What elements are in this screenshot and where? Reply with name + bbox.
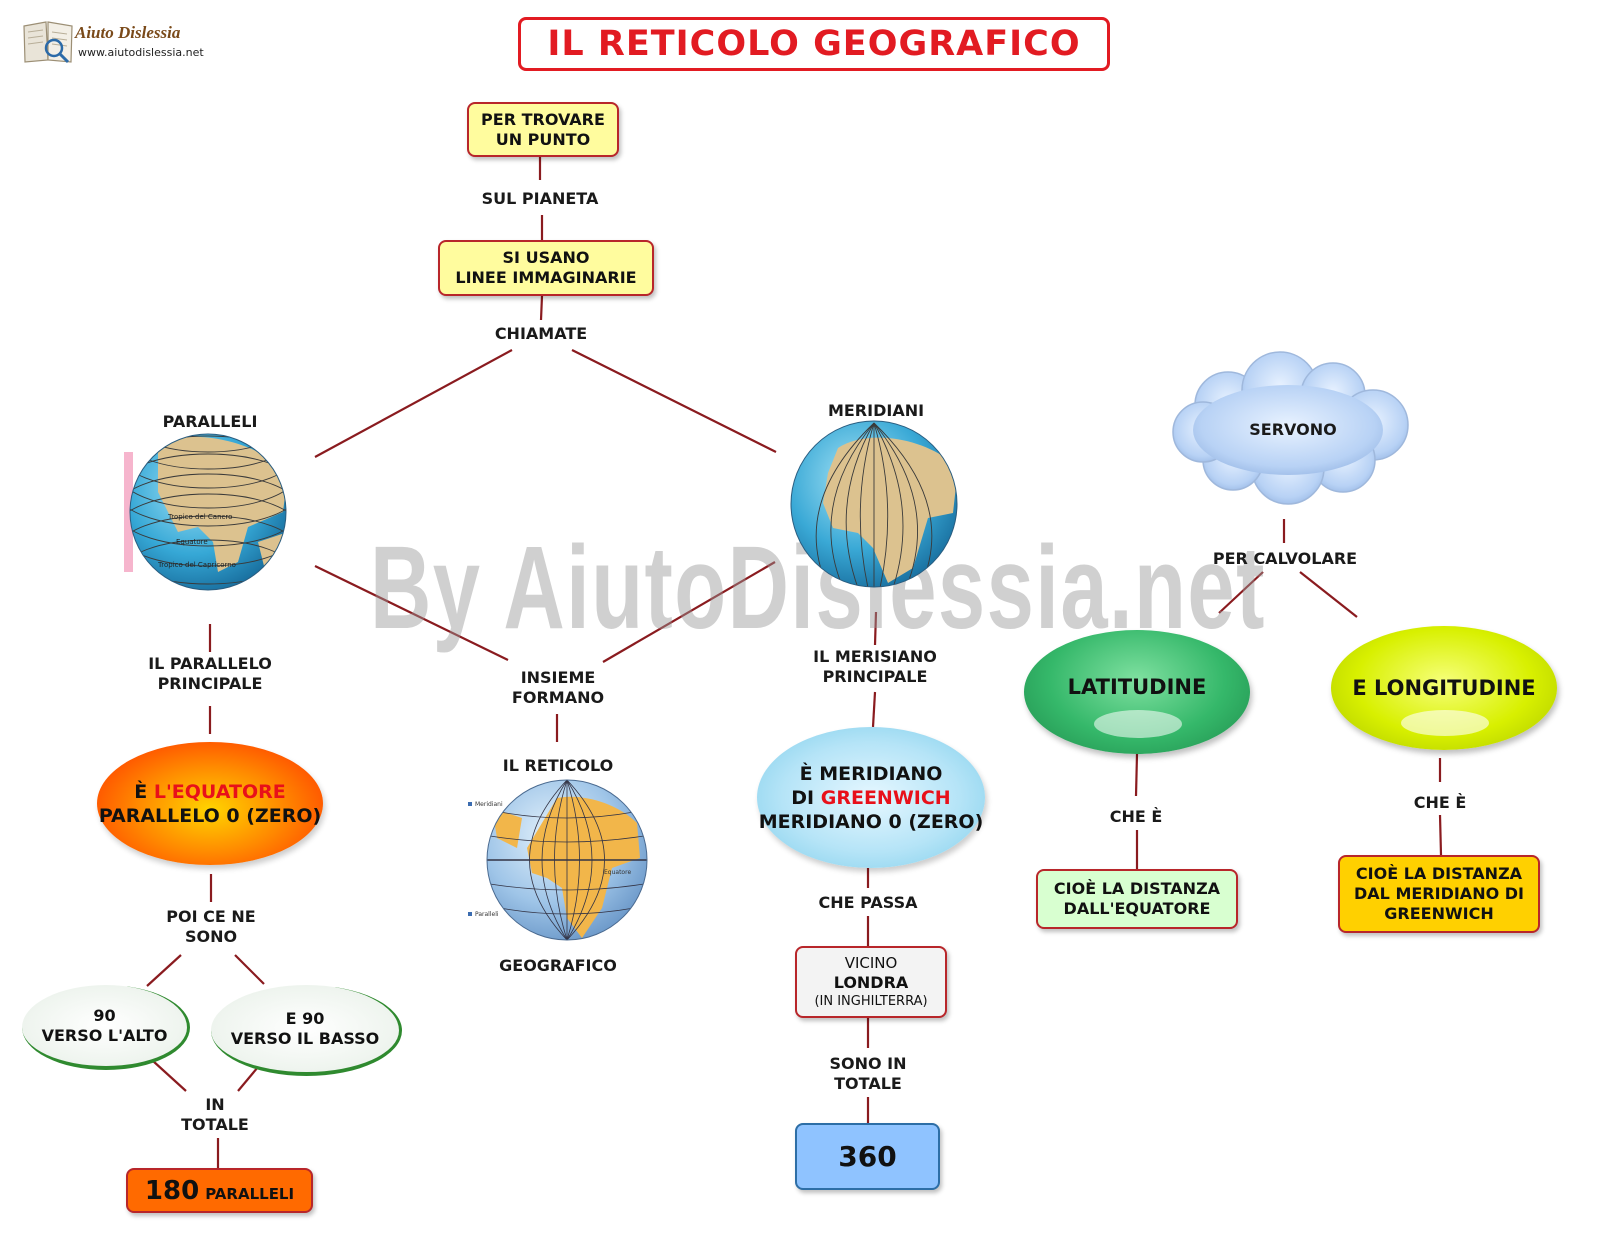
- link-insieme-formano-line1: INSIEME: [520, 668, 596, 687]
- link-poi-ce-ne-sono: POI CE NE SONO: [130, 907, 292, 947]
- equator-line1: È L'EQUATORE: [134, 780, 285, 804]
- node-imaginary-lines: SI USANO LINEE IMMAGINARIE: [438, 240, 654, 296]
- link-in-totale: IN TOTALE: [160, 1095, 270, 1135]
- node-greenwich: È MERIDIANO DI GREENWICH MERIDIANO 0 (ZE…: [757, 727, 985, 868]
- equator-globe-text: Equatore: [176, 538, 208, 546]
- cloud-shape: [1172, 351, 1409, 505]
- reticolo-top-label: IL RETICOLO: [502, 756, 614, 775]
- parallels-title: PARALLELI: [162, 412, 258, 431]
- longitudine-gloss: [1401, 710, 1489, 736]
- equator-prefix: È: [134, 780, 154, 803]
- total-parallels-label: PARALLELI: [205, 1184, 295, 1203]
- lat-def-line1: CIOÈ LA DISTANZA: [1053, 879, 1221, 898]
- logo-url: www.aiutodislessia.net: [78, 46, 204, 59]
- link-sono-in-totale: SONO IN TOTALE: [800, 1054, 936, 1094]
- latitudine-label: LATITUDINE: [1067, 675, 1207, 699]
- tropic-cancer-text: Tropico del Cancro: [167, 513, 232, 521]
- node-equator: È L'EQUATORE PARALLELO 0 (ZERO): [97, 742, 323, 865]
- link-che-e-right: CHE È: [1413, 793, 1467, 812]
- node-servono: SERVONO: [1249, 420, 1337, 439]
- link-meridiano-principale-line1: IL MERISIANO: [813, 647, 937, 666]
- link-meridiano-principale-line2: PRINCIPALE: [822, 667, 928, 686]
- legend-equatore: Equatore: [604, 869, 631, 876]
- greenwich-prefix: DI: [791, 786, 821, 809]
- legend-paralleli: Paralleli: [475, 911, 499, 918]
- reticolo-globe-image: Meridiani Paralleli Equatore: [468, 779, 648, 941]
- reticolo-bottom-label: GEOGRAFICO: [499, 956, 617, 975]
- node-up-line1: 90: [93, 1005, 116, 1025]
- node-up: 90 VERSO L'ALTO: [22, 985, 190, 1070]
- node-longitudine: E LONGITUDINE: [1331, 626, 1557, 750]
- london-line1: VICINO: [844, 953, 898, 972]
- node-total-meridians: 360: [795, 1123, 940, 1190]
- tropic-capricorn-text: Tropico del Capricorno: [157, 561, 236, 569]
- link-parallelo-principale: IL PARALLELO PRINCIPALE: [130, 654, 290, 694]
- node-long-def: CIOÈ LA DISTANZA DAL MERIDIANO DI GREENW…: [1338, 855, 1540, 933]
- link-meridiano-principale: IL MERISIANO PRINCIPALE: [790, 647, 960, 687]
- link-sono-in-totale-line1: SONO IN: [829, 1054, 907, 1073]
- meridians-globe-image: [790, 420, 958, 588]
- longitudine-label: E LONGITUDINE: [1352, 676, 1536, 700]
- greenwich-line2: DI GREENWICH: [791, 786, 950, 810]
- london-line3: (IN INGHILTERRA): [814, 993, 928, 1009]
- node-latitudine: LATITUDINE: [1024, 630, 1250, 754]
- london-line2: LONDRA: [833, 972, 909, 992]
- link-poi-ce-ne-sono-line1: POI CE NE: [166, 907, 256, 926]
- link-sono-in-totale-line2: TOTALE: [834, 1074, 902, 1093]
- node-imaginary-lines-line1: SI USANO: [502, 248, 590, 267]
- link-che-e-left: CHE È: [1109, 807, 1163, 826]
- link-in-totale-line1: IN: [205, 1095, 225, 1114]
- node-up-line2: VERSO L'ALTO: [41, 1025, 168, 1045]
- logo-name: Aiuto Dislessia: [75, 23, 181, 42]
- node-total-parallels: 180 PARALLELI: [126, 1168, 313, 1213]
- lat-def-line2: DALL'EQUATORE: [1063, 899, 1211, 918]
- node-lat-def: CIOÈ LA DISTANZA DALL'EQUATORE: [1036, 869, 1238, 929]
- page-title: IL RETICOLO GEOGRAFICO: [518, 17, 1110, 71]
- node-down-line1: E 90: [285, 1008, 325, 1028]
- legend-meridiani: Meridiani: [475, 801, 503, 808]
- link-in-totale-line2: TOTALE: [181, 1115, 249, 1134]
- greenwich-line1: È MERIDIANO: [799, 762, 943, 785]
- long-def-line3: GREENWICH: [1384, 904, 1494, 923]
- node-find-point: PER TROVARE UN PUNTO: [467, 102, 619, 157]
- link-insieme-formano-line2: FORMANO: [511, 688, 605, 707]
- node-london: VICINO LONDRA (IN INGHILTERRA): [795, 946, 947, 1018]
- link-insieme-formano: INSIEME FORMANO: [478, 668, 638, 708]
- greenwich-line3: MERIDIANO 0 (ZERO): [758, 810, 984, 833]
- meridians-title: MERIDIANI: [827, 401, 925, 420]
- link-sul-pianeta: SUL PIANETA: [481, 189, 599, 208]
- link-chiamate: CHIAMATE: [494, 324, 588, 343]
- greenwich-highlight: GREENWICH: [820, 786, 951, 809]
- link-poi-ce-ne-sono-line2: SONO: [184, 927, 238, 946]
- long-def-line1: CIOÈ LA DISTANZA: [1355, 864, 1523, 883]
- link-che-passa: CHE PASSA: [818, 893, 918, 912]
- node-imaginary-lines-line2: LINEE IMMAGINARIE: [455, 268, 637, 287]
- node-down-line2: VERSO IL BASSO: [230, 1028, 380, 1048]
- node-down: E 90 VERSO IL BASSO: [211, 985, 402, 1076]
- latitudine-gloss: [1094, 710, 1182, 738]
- node-find-point-line1: PER TROVARE: [481, 109, 605, 129]
- equator-line2: PARALLELO 0 (ZERO): [98, 804, 322, 827]
- long-def-line2: DAL MERIDIANO DI: [1354, 884, 1524, 903]
- link-parallelo-principale-line1: IL PARALLELO: [148, 654, 272, 673]
- book-icon: [23, 21, 73, 64]
- total-parallels-number: 180: [144, 1175, 200, 1206]
- node-find-point-line2: UN PUNTO: [495, 129, 591, 149]
- equator-highlight: L'EQUATORE: [153, 780, 286, 803]
- link-per-calvolare: PER CALVOLARE: [1212, 549, 1358, 568]
- link-parallelo-principale-line2: PRINCIPALE: [157, 674, 263, 693]
- parallels-globe-image: Tropico del Cancro Equatore Tropico del …: [124, 433, 287, 591]
